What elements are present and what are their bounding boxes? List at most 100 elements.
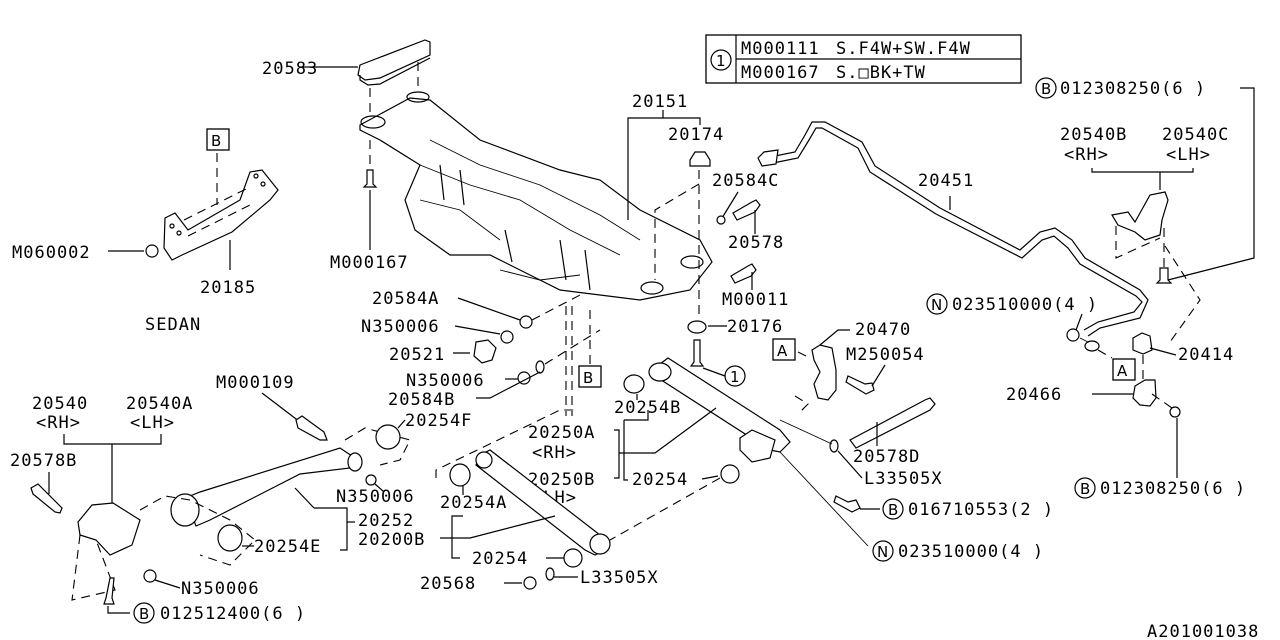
label-b012512400: 012512400(6 ) bbox=[160, 604, 306, 624]
nut-n350006-a bbox=[500, 330, 514, 344]
label-20470: 20470 bbox=[855, 320, 911, 340]
bolt-b012512400 bbox=[103, 577, 115, 605]
bolt-b016710553 bbox=[833, 495, 861, 513]
trailing-link-group: M000109 20540 20540A <RH> <LH> 20578B 20… bbox=[10, 373, 472, 624]
lower-link-group: 20254A 20254 L33505X 20568 bbox=[420, 409, 659, 594]
ref-box-b-top: B bbox=[211, 132, 221, 150]
circle-marker-b-top: B bbox=[1041, 80, 1051, 98]
label-b012308250-bottom: 012308250(6 ) bbox=[1100, 479, 1246, 499]
label-20451: 20451 bbox=[918, 171, 974, 191]
label-20250b: 20250B bbox=[528, 470, 595, 490]
label-rh-right: <RH> bbox=[1064, 145, 1109, 165]
label-20583: 20583 bbox=[262, 59, 318, 79]
lateral-link-group: 20578D L33505X B 016710553(2 ) N 0235100… bbox=[528, 357, 1054, 562]
bolt-20578d bbox=[849, 397, 936, 449]
legend-marker: 1 bbox=[716, 52, 726, 70]
circle-marker-n-bottom: N bbox=[877, 543, 888, 561]
label-n350006-b: N350006 bbox=[406, 371, 485, 391]
nut-n350006-c bbox=[365, 474, 377, 486]
link-20470 bbox=[811, 344, 837, 401]
bushing-20254-mid bbox=[720, 464, 740, 484]
legend-row-2-code: M000167 bbox=[741, 63, 820, 83]
crossmember-group: 20583 M000167 20151 bbox=[262, 39, 713, 301]
mount-20583 bbox=[357, 39, 431, 81]
label-lh-right: <LH> bbox=[1166, 145, 1211, 165]
right-bracket-group: B 012308250(6 ) 20540B 20540C <RH> <LH> … bbox=[926, 77, 1255, 499]
stabilizer-group: 20451 bbox=[757, 121, 1149, 337]
label-m000109: M000109 bbox=[216, 373, 295, 393]
diagram-id: A201001038 bbox=[1147, 622, 1259, 640]
label-l33505x-right: L33505X bbox=[864, 469, 943, 489]
legend-row-2-desc: S.□BK+TW bbox=[836, 63, 926, 83]
label-20254-mid: 20254 bbox=[632, 470, 688, 490]
label-20254f: 20254F bbox=[405, 411, 472, 431]
bolt-m000167 bbox=[362, 169, 378, 188]
ref-box-b-center: B bbox=[583, 369, 593, 387]
label-20540b: 20540B bbox=[1060, 125, 1127, 145]
label-n023510000-top: 023510000(4 ) bbox=[952, 295, 1098, 315]
bushing-20174 bbox=[689, 151, 711, 167]
label-n350006-a: N350006 bbox=[361, 317, 440, 337]
label-20414: 20414 bbox=[1178, 345, 1234, 365]
washer-l33505x-right bbox=[829, 439, 839, 453]
trailing-link-20252 bbox=[184, 447, 356, 527]
label-20466: 20466 bbox=[1006, 385, 1062, 405]
bracket-20540b-c bbox=[1111, 191, 1169, 241]
label-20254-low: 20254 bbox=[472, 549, 528, 569]
ref-box-a-right: A bbox=[1117, 362, 1128, 380]
link-20250a bbox=[654, 357, 791, 453]
label-lh-left: <LH> bbox=[130, 413, 175, 433]
nut-n350006-b bbox=[517, 371, 531, 385]
nut-n023510000-top bbox=[1066, 328, 1080, 342]
bushing-20176 bbox=[687, 320, 707, 334]
label-20540a: 20540A bbox=[126, 394, 193, 414]
label-20578b: 20578B bbox=[10, 451, 77, 471]
label-20521: 20521 bbox=[389, 345, 445, 365]
washer-l33505x-low bbox=[545, 567, 555, 581]
label-20185: 20185 bbox=[200, 278, 256, 298]
legend-row-1-desc: S.F4W+SW.F4W bbox=[836, 39, 971, 59]
center-fasteners-group: 20584A N350006 20521 N350006 20584B B bbox=[361, 289, 602, 416]
label-m250054: M250054 bbox=[846, 345, 925, 365]
bushing-20254e bbox=[217, 524, 243, 552]
nut-m060002 bbox=[145, 244, 159, 258]
label-n350006-d: N350006 bbox=[181, 579, 260, 599]
upper-fasteners-group: 20174 20584C 20578 M00011 20176 1 bbox=[654, 125, 789, 387]
cap-20521 bbox=[473, 339, 497, 364]
label-20250a: 20250A bbox=[528, 423, 595, 443]
label-m060002: M060002 bbox=[12, 243, 91, 263]
bushing-20254f bbox=[375, 424, 401, 450]
label-20200b: 20200B bbox=[358, 530, 425, 550]
label-b012308250-top: 012308250(6 ) bbox=[1060, 79, 1206, 99]
bolt-20578 bbox=[732, 199, 761, 221]
bolt-20578b bbox=[30, 483, 63, 514]
bolt-m000109 bbox=[295, 415, 328, 441]
label-20254b: 20254B bbox=[614, 398, 681, 418]
label-20254e: 20254E bbox=[254, 537, 321, 557]
label-20584a: 20584A bbox=[372, 289, 439, 309]
label-l33505x-low: L33505X bbox=[580, 568, 659, 588]
label-rh-left: <RH> bbox=[36, 413, 81, 433]
label-20252: 20252 bbox=[358, 511, 414, 531]
bolt-b012308250-top bbox=[1155, 267, 1173, 284]
label-20176: 20176 bbox=[727, 317, 783, 337]
label-20151: 20151 bbox=[632, 92, 688, 112]
label-20578d: 20578D bbox=[853, 447, 920, 467]
washer-20584a bbox=[519, 315, 533, 329]
ref-box-a-left: A bbox=[777, 342, 788, 360]
stabilizer-bar-20451 bbox=[764, 121, 1149, 337]
label-20584c: 20584C bbox=[712, 171, 779, 191]
bushing-20254b bbox=[623, 374, 645, 394]
crossmember-20151 bbox=[359, 97, 713, 301]
bushing-20254a bbox=[449, 463, 471, 487]
circle-marker-n-top: N bbox=[931, 296, 942, 314]
label-b016710553: 016710553(2 ) bbox=[908, 500, 1054, 520]
link-20470-group: A 20470 M250054 bbox=[772, 320, 925, 413]
label-m00011: M00011 bbox=[722, 290, 789, 310]
legend-table: 1 M000111 S.F4W+SW.F4W M000167 S.□BK+TW bbox=[705, 34, 1022, 84]
label-20540: 20540 bbox=[32, 394, 88, 414]
nut-n350006-d bbox=[143, 569, 157, 583]
circle-marker-b-bottom-left: B bbox=[139, 605, 149, 623]
label-20584b: 20584B bbox=[388, 390, 455, 410]
bracket-20540 bbox=[77, 502, 141, 556]
